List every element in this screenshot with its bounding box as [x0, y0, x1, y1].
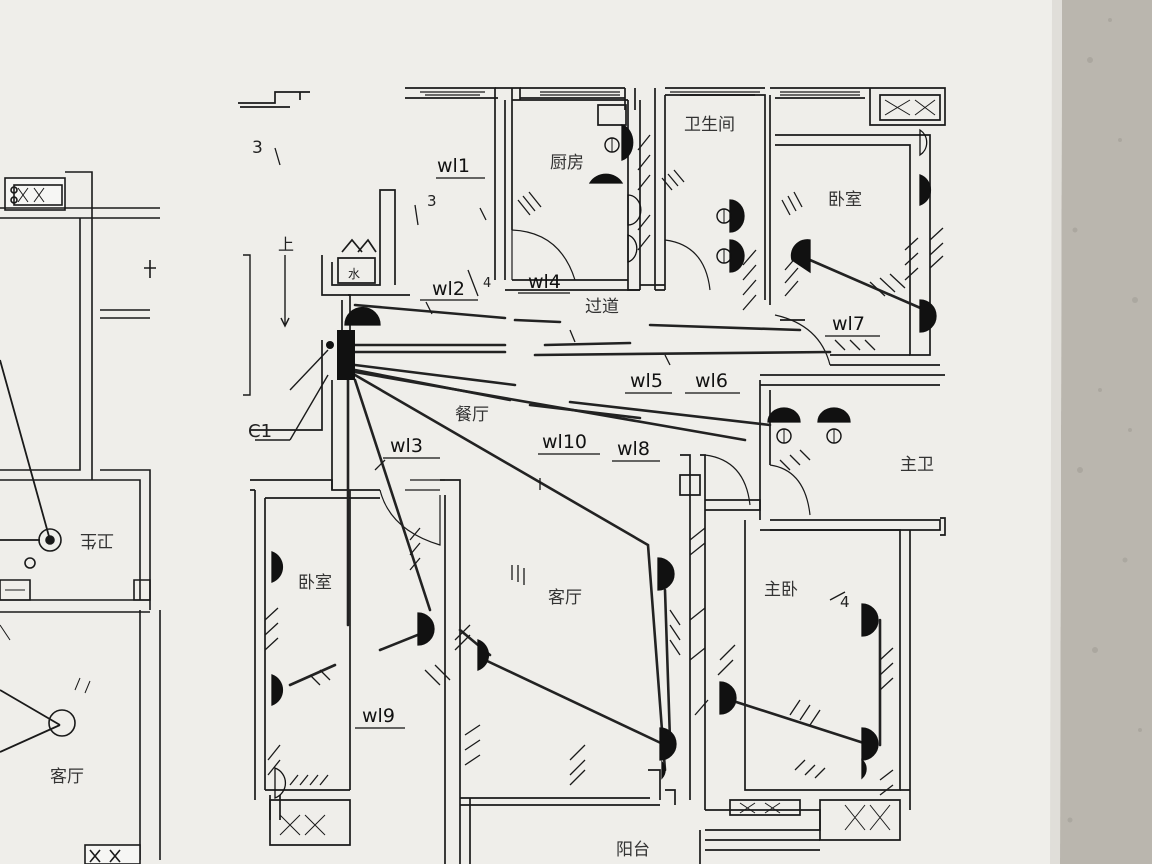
panel-connector: [326, 341, 334, 349]
lamp-icon: [919, 174, 932, 206]
circuit-label-wl6: wl6: [695, 370, 728, 392]
lamp-icon: [621, 124, 634, 161]
lamp-icon: [817, 407, 851, 423]
lamp-icon: [661, 760, 666, 780]
circuit-label-wl10: wl10: [542, 431, 587, 453]
room-label-bedroom-ne: 卧室: [828, 190, 862, 210]
wire-ticks: [264, 134, 944, 796]
room-label-bedroom-sw: 卧室: [298, 573, 332, 593]
lamp-icon: [271, 674, 284, 706]
circuit-label-wl1: wl1: [437, 155, 470, 177]
socket-symbols: [604, 137, 842, 444]
lamp-icon: [919, 299, 937, 333]
lamp-icon: [659, 727, 677, 761]
c1-label: C1: [248, 421, 272, 442]
lamp-icon: [588, 173, 624, 184]
room-label-dining: 餐厅: [455, 405, 489, 425]
distribution-panel: [326, 330, 355, 380]
lamp-icon: [344, 306, 381, 326]
distribution-box: [337, 330, 355, 380]
lamp-icon: [729, 199, 745, 233]
window-marks: [420, 91, 860, 96]
lamp-icon: [627, 194, 642, 226]
lamp-icon: [271, 551, 284, 583]
lamp-icon: [861, 758, 867, 780]
wiring: [288, 258, 927, 772]
left-unit: [0, 171, 161, 864]
lamp-icon: [861, 603, 879, 637]
left-room-a-label: 卫生: [80, 530, 114, 550]
lamp-icon: [274, 767, 287, 799]
number-3-label: 3: [252, 138, 263, 158]
lamp-icon: [919, 128, 928, 157]
circuit-label-wl9: wl9: [362, 705, 395, 727]
room-label-master-bedroom: 主卧: [764, 580, 798, 600]
room-label-bathroom: 卫生间: [684, 115, 735, 135]
room-label-master-bath: 主卫: [900, 455, 934, 475]
circuit-label-wl3: wl3: [390, 435, 423, 457]
lamp-icon: [790, 239, 811, 274]
circuit-label-wl7: wl7: [832, 313, 865, 335]
room-label-living: 客厅: [548, 588, 582, 608]
room-label-corridor: 过道: [585, 297, 619, 317]
circuit-label-wl2: wl2: [432, 278, 465, 300]
lamp-icon: [729, 239, 745, 273]
circuit-label-wl8: wl8: [617, 438, 650, 460]
water-mark: 水: [348, 267, 360, 281]
room-label-kitchen: 厨房: [550, 153, 584, 173]
concrete-texture: [1067, 18, 1142, 823]
lamp-icon: [417, 612, 435, 646]
paper-shadow: [1050, 0, 1062, 864]
stair-up-label: 上: [278, 235, 294, 254]
number-4-label: 4: [840, 593, 850, 611]
lamp-icon: [719, 681, 737, 715]
concrete-wall: [1055, 0, 1152, 864]
room-label-balcony: 阳台: [616, 840, 650, 860]
left-room-b-label: 客厅: [50, 767, 84, 787]
number-3-label: 3: [427, 192, 437, 210]
circuit-labels: wl1 wl2 wl3 wl4 wl5 wl6 wl7 wl8 wl9 wl10: [355, 155, 880, 729]
walls: [238, 87, 946, 864]
number-4-label: 4: [483, 276, 491, 291]
circuit-label-wl4: wl4: [528, 271, 561, 293]
stair-mark: [243, 254, 329, 441]
circuit-label-wl5: wl5: [630, 370, 663, 392]
lamp-icon: [657, 557, 675, 591]
lamp-icon: [627, 234, 638, 263]
lamp-icon: [477, 639, 490, 671]
lamp-icon: [767, 407, 801, 423]
lamp-symbols: [271, 124, 937, 799]
lamp-icon: [861, 727, 879, 761]
